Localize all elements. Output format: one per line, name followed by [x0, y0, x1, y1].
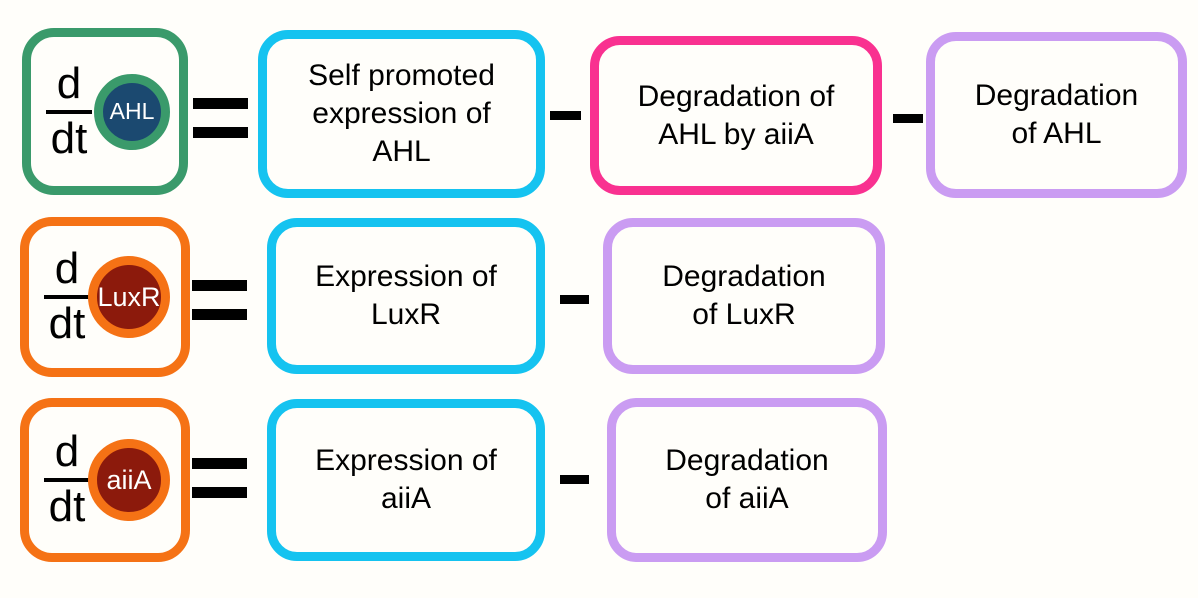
- fraction-bar: [44, 478, 90, 482]
- fraction-numerator: d: [56, 58, 82, 108]
- equals-bar-bottom: [192, 487, 247, 498]
- term-label: Degradation of aiiA: [665, 444, 829, 515]
- ddt-fraction: d dt: [44, 427, 90, 531]
- species-label-luxr: LuxR: [97, 281, 161, 312]
- minus-icon: [893, 114, 923, 123]
- term-label: Expression of aiiA: [315, 444, 497, 515]
- term-label: Degradation of AHL: [974, 79, 1139, 150]
- ddt-fraction: d dt: [46, 58, 92, 163]
- fraction-denominator: dt: [50, 113, 88, 163]
- species-badge-aiia: aiiA: [88, 439, 170, 521]
- fraction-bar: [44, 295, 90, 299]
- fraction-denominator: dt: [48, 299, 86, 348]
- term-box-degradation-luxr: Degradation of LuxR: [603, 218, 885, 374]
- equals-icon: [192, 280, 247, 320]
- term-box-degradation-ahl: Degradation of AHL: [926, 32, 1187, 198]
- fraction-denominator: dt: [48, 482, 86, 531]
- derivative-box-ahl: d dt AHL: [22, 28, 188, 195]
- equals-bar-top: [193, 98, 248, 109]
- term-box-self-promoted-expression-ahl: Self promoted expression of AHL: [258, 30, 545, 198]
- equals-bar-bottom: [192, 309, 247, 320]
- species-label-ahl: AHL: [109, 98, 155, 124]
- ddt-fraction: d dt: [44, 244, 90, 348]
- species-badge-luxr: LuxR: [88, 256, 170, 338]
- fraction-numerator: d: [54, 427, 80, 477]
- derivative-box-aiia: d dt aiiA: [20, 398, 190, 562]
- equals-bar-bottom: [193, 127, 248, 138]
- minus-icon: [560, 475, 589, 484]
- species-badge-ahl: AHL: [94, 73, 170, 150]
- equals-bar-top: [192, 280, 247, 291]
- equals-icon: [193, 98, 248, 138]
- term-box-degradation-aiia: Degradation of aiiA: [607, 398, 887, 562]
- fraction-numerator: d: [54, 244, 80, 294]
- term-box-expression-luxr: Expression of LuxR: [267, 218, 545, 374]
- derivative-box-luxr: d dt LuxR: [20, 217, 190, 377]
- term-label: Degradation of LuxR: [662, 260, 826, 331]
- equals-icon: [192, 458, 247, 498]
- term-label: Self promoted expression of AHL: [308, 59, 495, 168]
- term-box-expression-aiia: Expression of aiiA: [267, 399, 545, 561]
- term-label: Expression of LuxR: [315, 260, 497, 331]
- term-box-degradation-ahl-by-aiia: Degradation of AHL by aiiA: [590, 36, 882, 195]
- species-label-aiia: aiiA: [106, 464, 152, 495]
- term-label: Degradation of AHL by aiiA: [637, 79, 835, 151]
- minus-icon: [560, 295, 589, 304]
- minus-icon: [550, 111, 581, 120]
- fraction-bar: [46, 109, 92, 114]
- equals-bar-top: [192, 458, 247, 469]
